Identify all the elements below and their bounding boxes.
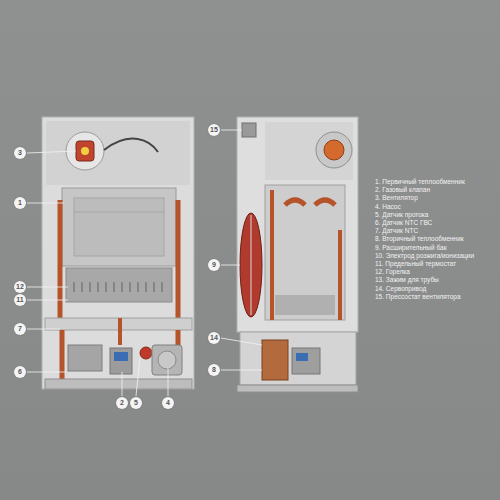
legend-item: 2. Газовый клапан bbox=[375, 186, 430, 194]
legend-item: 10. Электрод розжига/ионизации bbox=[375, 252, 474, 260]
callout-number: 14 bbox=[208, 332, 220, 344]
legend-item: 4. Насос bbox=[375, 203, 401, 211]
callout-number: 2 bbox=[116, 397, 128, 409]
callout-number: 15 bbox=[208, 124, 220, 136]
legend-item: 12. Горелка bbox=[375, 268, 410, 276]
legend-item: 3. Вентилятор bbox=[375, 194, 418, 202]
callout-number: 7 bbox=[14, 323, 26, 335]
legend-item: 5. Датчик протока bbox=[375, 211, 428, 219]
callout-number: 9 bbox=[208, 259, 220, 271]
callout-number: 1 bbox=[14, 197, 26, 209]
front-view bbox=[42, 117, 194, 389]
callout-number: 12 bbox=[14, 281, 26, 293]
legend-item: 14. Сервопривод bbox=[375, 285, 426, 293]
legend-item: 9. Расширительный бак bbox=[375, 244, 447, 252]
side-view bbox=[237, 117, 358, 392]
legend-item: 1. Первичный теплообменник bbox=[375, 178, 465, 186]
legend-item: 11. Предельный термостат bbox=[375, 260, 456, 268]
legend-item: 13. Зажим для трубы bbox=[375, 276, 439, 284]
legend-item: 8. Вторичный теплообменник bbox=[375, 235, 464, 243]
legend-item: 15. Прессостат вентилятора bbox=[375, 293, 461, 301]
callout-number: 3 bbox=[14, 147, 26, 159]
callout-number: 11 bbox=[14, 294, 26, 306]
legend-item: 7. Датчик NTC bbox=[375, 227, 418, 235]
callout-number: 4 bbox=[162, 397, 174, 409]
callout-number: 5 bbox=[130, 397, 142, 409]
callout-number: 8 bbox=[208, 364, 220, 376]
callout-number: 6 bbox=[14, 366, 26, 378]
leader-lines bbox=[27, 130, 262, 396]
legend-item: 6. Датчик NTC ГВС bbox=[375, 219, 432, 227]
